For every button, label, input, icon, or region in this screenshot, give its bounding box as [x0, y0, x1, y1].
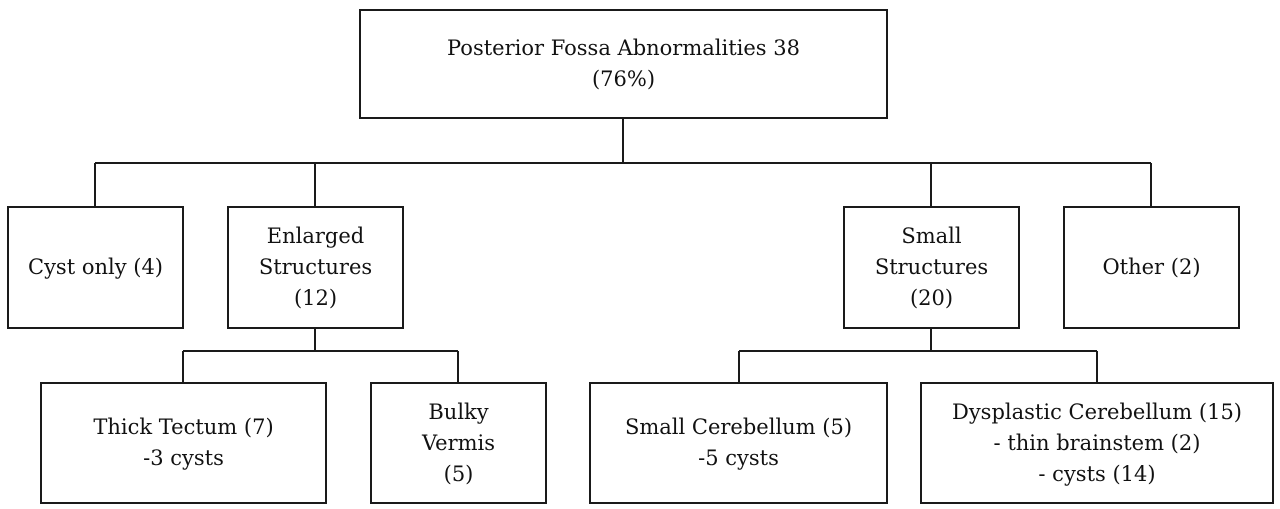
node-label-line: Small Cerebellum (5)	[624, 415, 853, 439]
node-thick-tectum: Thick Tectum (7) -3 cysts	[40, 382, 327, 504]
node-label-line: (20)	[909, 286, 954, 310]
node-small-cerebellum: Small Cerebellum (5) -5 cysts	[589, 382, 888, 504]
node-enlarged-structures: Enlarged Structures (12)	[227, 206, 404, 329]
node-label-line: Cyst only (4)	[28, 255, 163, 279]
node-label-line: Dysplastic Cerebellum (15)	[951, 399, 1242, 424]
node-dysplastic-cerebellum: Dysplastic Cerebellum (15) - thin brains…	[920, 382, 1274, 504]
node-label-line: Other (2)	[1102, 255, 1201, 279]
node-label-line: Structures	[874, 255, 989, 279]
node-label-line: Posterior Fossa Abnormalities 38	[447, 36, 800, 60]
node-other: Other (2)	[1063, 206, 1240, 329]
node-label-line: -5 cysts	[698, 446, 779, 470]
node-label-line: Vermis	[421, 430, 496, 455]
node-label-line: Bulky	[428, 399, 489, 424]
node-label-line: Enlarged	[266, 224, 365, 248]
node-small-structures: Small Structures (20)	[843, 206, 1020, 329]
node-label-line: Thick Tectum (7)	[93, 415, 274, 439]
node-label-line: - cysts (14)	[1038, 461, 1156, 486]
node-label-line: Structures	[258, 255, 373, 279]
node-label-line: (12)	[293, 286, 338, 310]
node-label-line: - thin brainstem (2)	[993, 430, 1201, 455]
node-label-line: (5)	[443, 461, 474, 486]
node-label-line: Small	[901, 224, 962, 248]
node-posterior-fossa-abnormalities: Posterior Fossa Abnormalities 38 (76%)	[359, 9, 888, 119]
node-cyst-only: Cyst only (4)	[7, 206, 184, 329]
node-label-line: (76%)	[591, 67, 656, 91]
node-label-line: -3 cysts	[143, 446, 224, 470]
node-bulky-vermis: Bulky Vermis (5)	[370, 382, 547, 504]
